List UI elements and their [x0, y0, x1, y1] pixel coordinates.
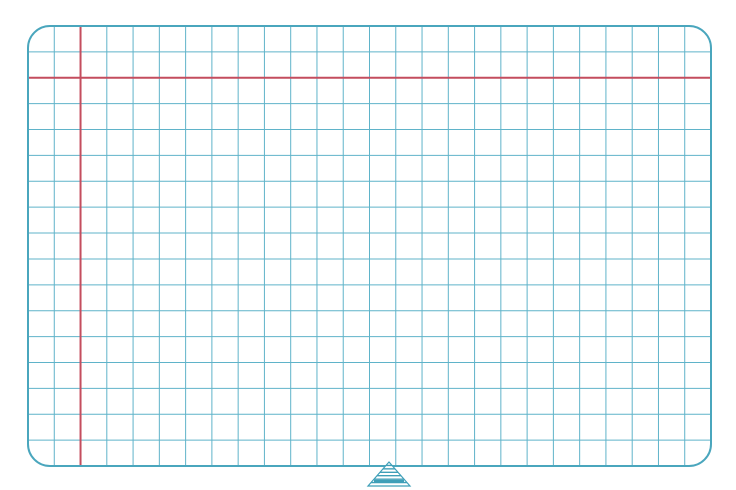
- triangle-logo-icon: [366, 461, 412, 487]
- sheet-border: [27, 25, 712, 467]
- grid-lines: [28, 26, 711, 466]
